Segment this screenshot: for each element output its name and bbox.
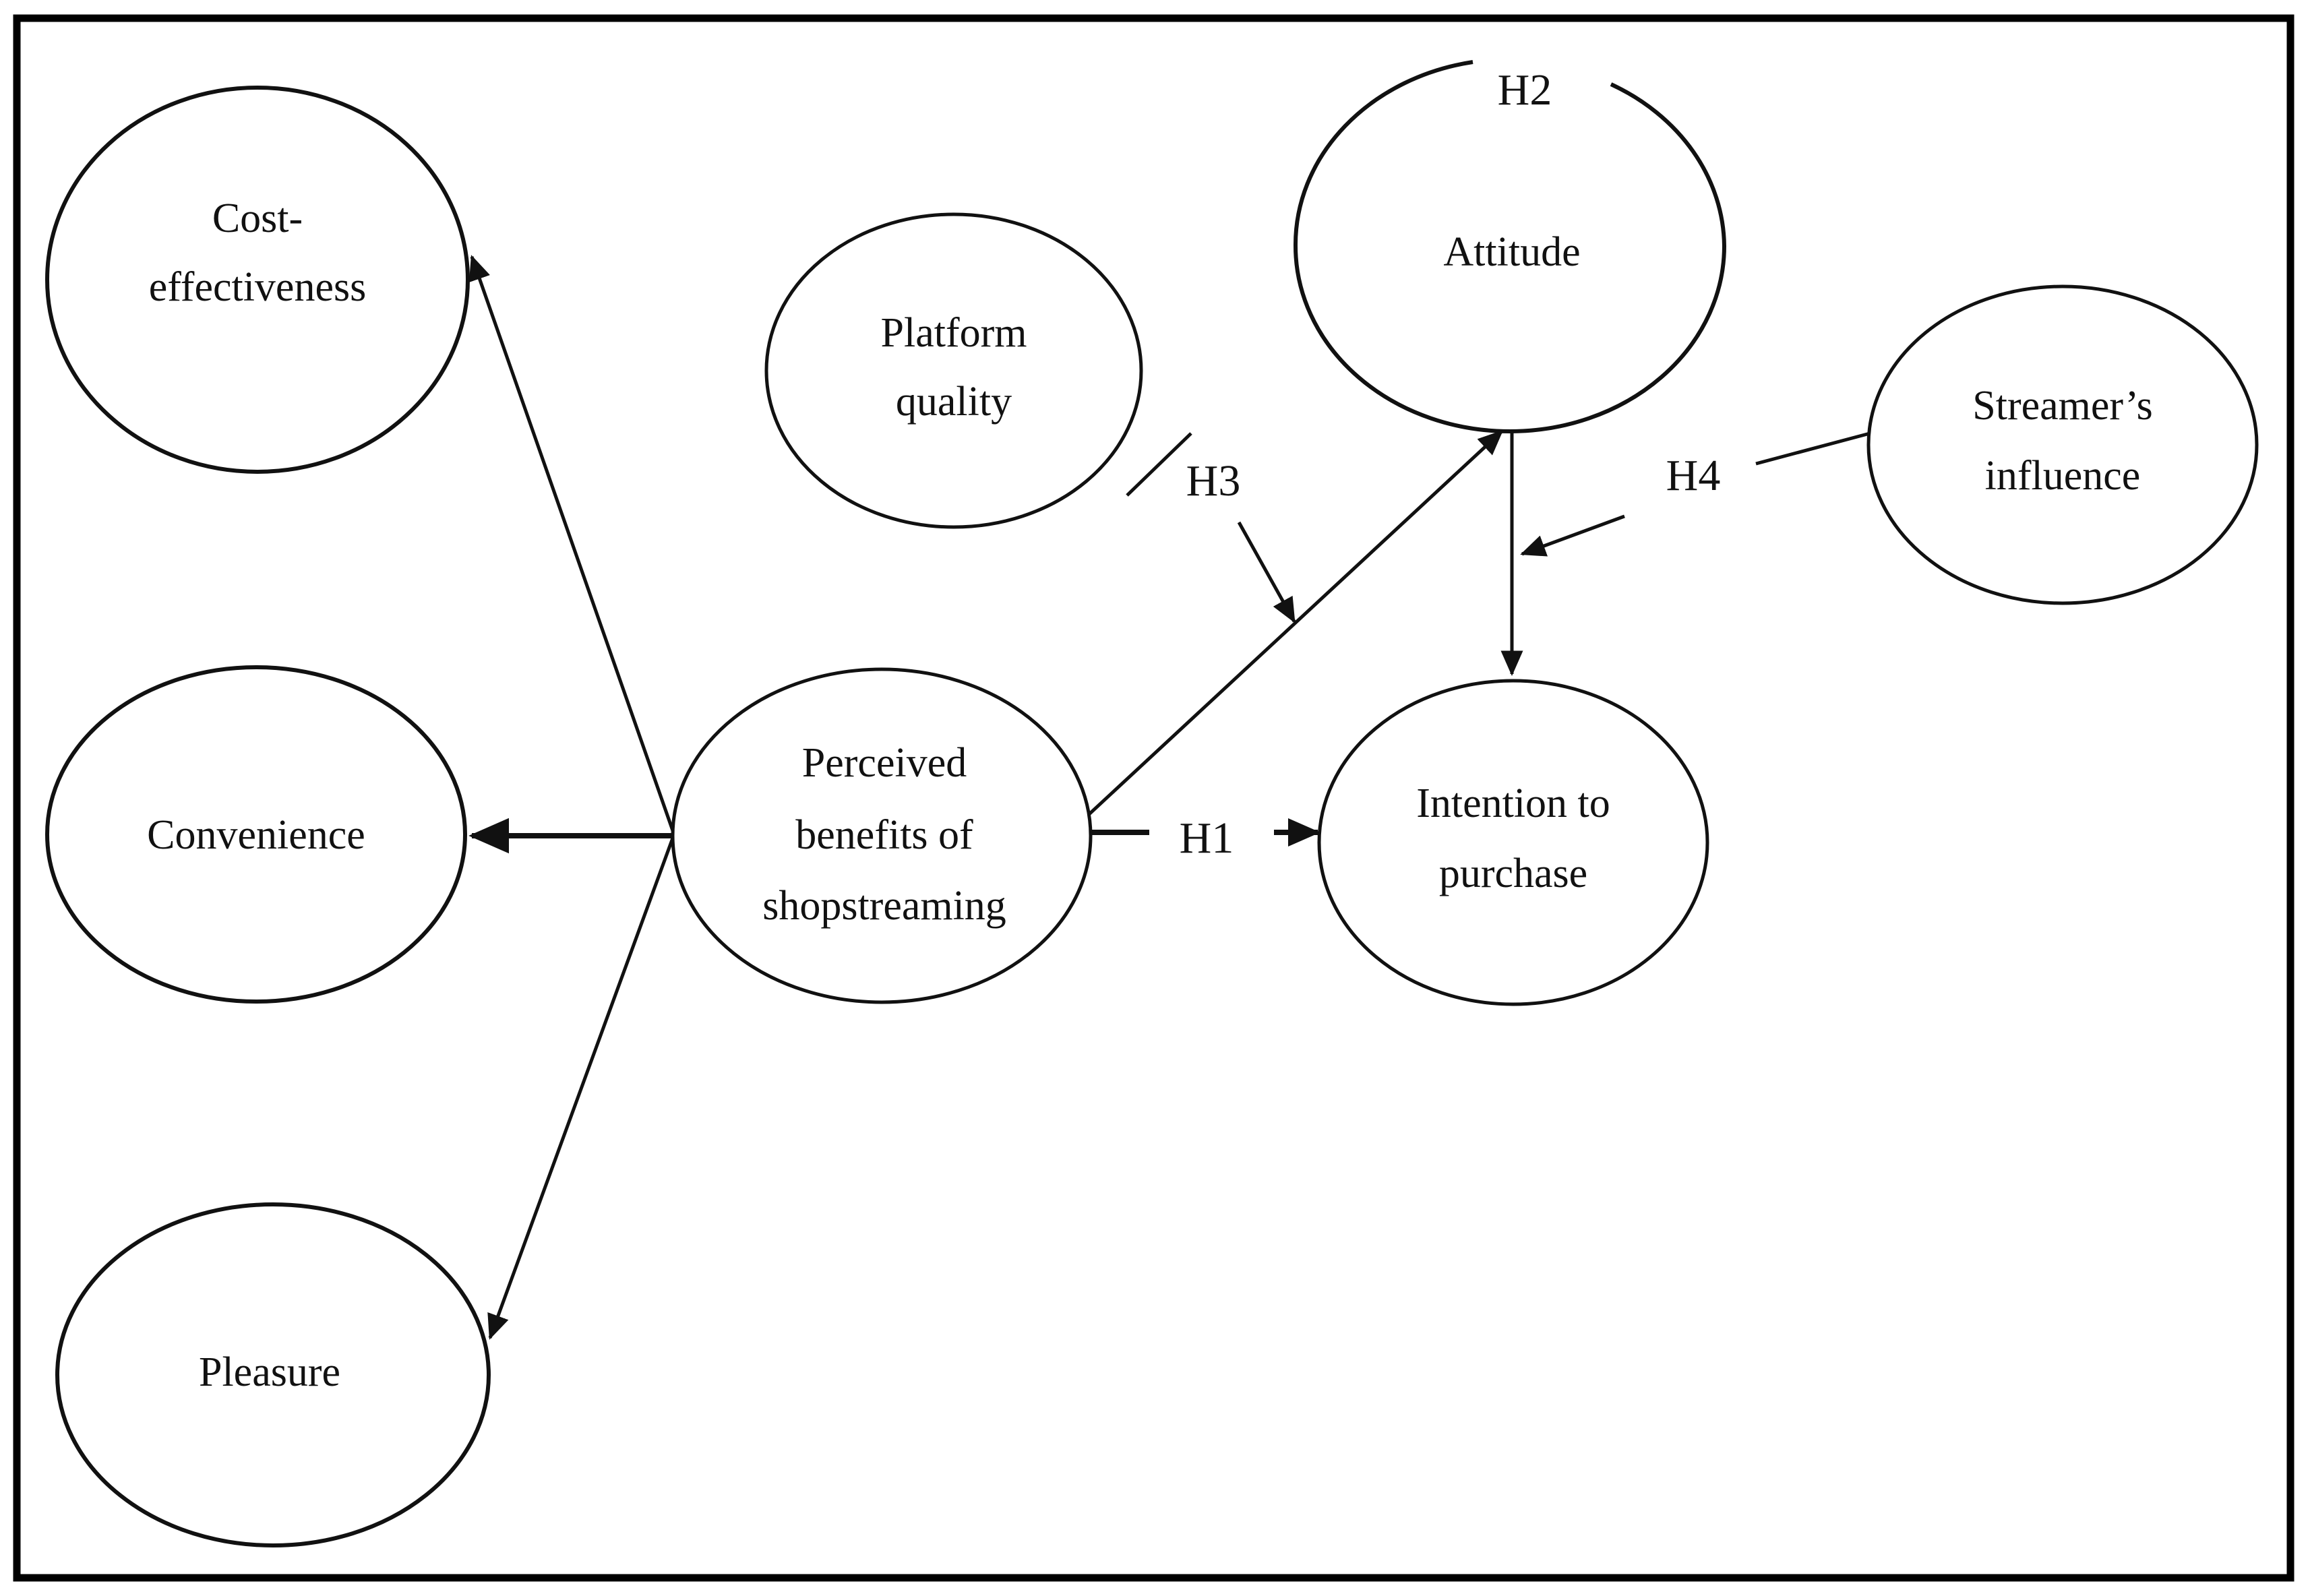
convenience-ellipse[interactable] [45, 665, 467, 1004]
perceived-benefits-label-line3: shopstreaming [762, 883, 1006, 929]
cost-effectiveness-label-line1: Cost- [212, 195, 303, 241]
cost-effectiveness-ellipse[interactable] [45, 86, 470, 474]
hypothesis-label-h2: H2 [1498, 65, 1552, 115]
figure-border [13, 14, 2294, 1582]
node-attitude[interactable]: Attitude [1293, 60, 1727, 434]
node-platform-quality[interactable]: Platform quality [764, 212, 1143, 529]
streamers-influence-label-line2: influence [1985, 453, 2141, 499]
node-perceived-benefits[interactable]: Perceived benefits of shopstreaming [671, 667, 1093, 1004]
platform-quality-label-line2: quality [896, 379, 1012, 425]
edge-perceived-to-attitude [1081, 429, 1504, 822]
node-streamers-influence[interactable]: Streamer’s influence [1866, 284, 2259, 605]
node-convenience[interactable]: Convenience [45, 665, 467, 1004]
intention-label-line1: Intention to [1416, 780, 1610, 826]
node-cost-effectiveness[interactable]: Cost- effectiveness [45, 86, 470, 474]
platform-quality-ellipse[interactable] [764, 212, 1143, 529]
intention-to-purchase-ellipse[interactable] [1317, 679, 1709, 1006]
hypothesis-label-h3: H3 [1186, 456, 1241, 505]
attitude-ellipse[interactable] [1293, 60, 1727, 434]
edge-h3-moderator [1126, 432, 1296, 623]
edge-h4-moderator [1520, 431, 1871, 557]
convenience-label: Convenience [147, 812, 365, 858]
node-pleasure[interactable]: Pleasure [55, 1202, 491, 1547]
attitude-label: Attitude [1443, 229, 1580, 275]
platform-quality-label-line1: Platform [881, 310, 1027, 356]
perceived-benefits-label-line2: benefits of [795, 812, 973, 858]
cost-effectiveness-label-line2: effectiveness [149, 264, 366, 310]
edge-perceived-to-cost-effectiveness [468, 255, 676, 835]
edge-perceived-to-pleasure [487, 834, 676, 1340]
pleasure-label: Pleasure [199, 1349, 340, 1395]
hypothesis-label-h4: H4 [1666, 451, 1721, 500]
streamers-influence-label-line1: Streamer’s [1972, 383, 2152, 429]
perceived-benefits-label-line1: Perceived [802, 740, 967, 786]
hypothesis-label-h1: H1 [1180, 814, 1234, 863]
intention-label-line2: purchase [1439, 851, 1587, 896]
perceived-benefits-ellipse[interactable] [671, 667, 1093, 1004]
pleasure-ellipse[interactable] [55, 1202, 491, 1547]
node-intention-to-purchase[interactable]: Intention to purchase [1317, 679, 1709, 1006]
streamers-influence-ellipse[interactable] [1866, 284, 2259, 605]
